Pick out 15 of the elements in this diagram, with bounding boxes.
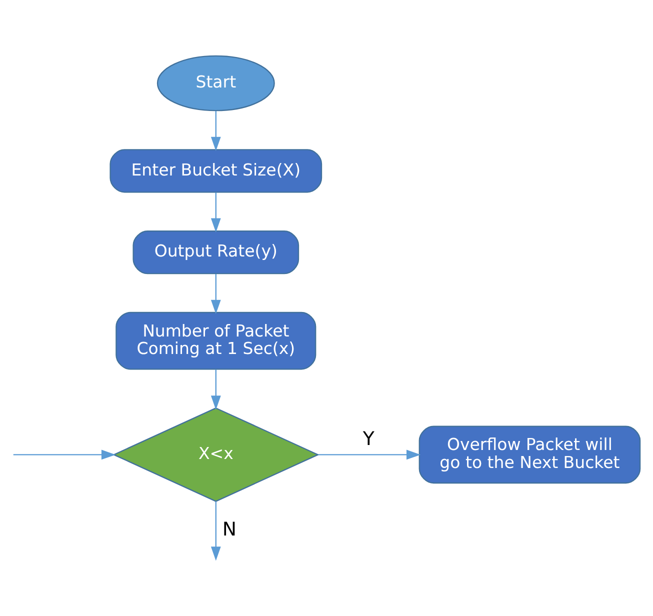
arrow	[13, 450, 116, 460]
node-box: Overflow Packet will go to the Next Bucket	[418, 426, 641, 484]
arrow	[210, 501, 221, 561]
node-diamond: X<x	[112, 407, 320, 502]
arrow	[318, 450, 421, 460]
edge-label: Y	[362, 428, 374, 450]
node-box: Number of Packet Coming at 1 Sec(x)	[116, 312, 316, 370]
arrow	[210, 274, 221, 314]
arrow	[210, 110, 221, 151]
node-ellipse: Start	[156, 55, 275, 112]
arrow	[210, 192, 221, 232]
edge-label: N	[222, 518, 237, 540]
node-box: Enter Bucket Size(X)	[110, 149, 322, 193]
node-box: Output Rate(y)	[132, 230, 300, 274]
arrow	[210, 370, 221, 410]
